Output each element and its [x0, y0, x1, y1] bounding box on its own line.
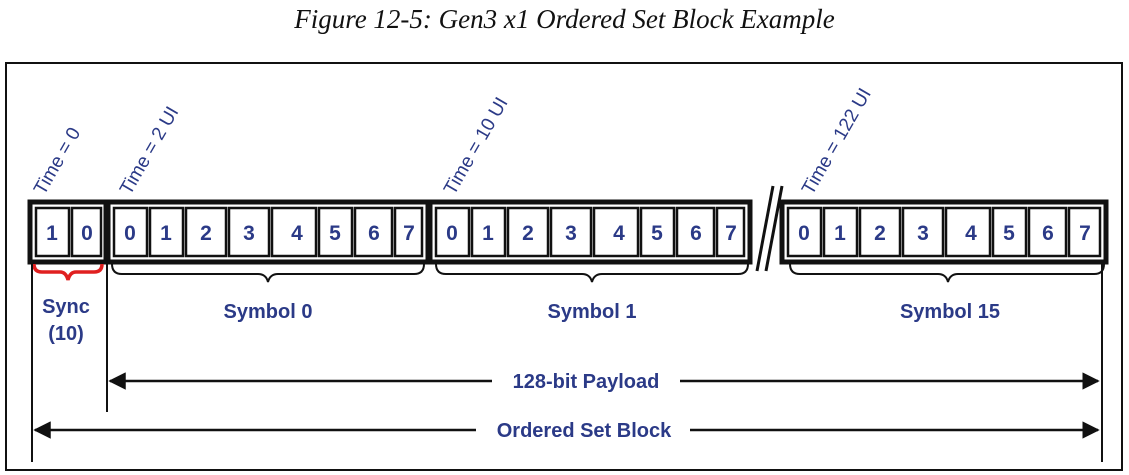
bit-cell — [592, 206, 640, 258]
symbol-1-brace — [435, 263, 749, 283]
time-label-10ui: Time = 10 UI — [440, 94, 512, 199]
bit-label: 4 — [613, 222, 625, 245]
bit-cell — [822, 206, 859, 258]
bit-cell — [858, 206, 902, 258]
sync-cell — [70, 206, 103, 258]
bit-cell — [227, 206, 271, 258]
bit-cell — [434, 206, 471, 258]
bit-label: 0 — [798, 222, 810, 245]
symbol-15-frame — [779, 199, 1109, 265]
symbol-1-frame — [427, 199, 753, 265]
bit-label: 7 — [403, 222, 415, 245]
bit-cell — [148, 206, 185, 258]
bit-label: 2 — [874, 222, 886, 245]
bit-cell — [944, 206, 992, 258]
bit-cell — [270, 206, 318, 258]
bit-label: 7 — [1079, 222, 1091, 245]
time-label-122ui: Time = 122 UI — [798, 85, 876, 199]
bit-label: 1 — [160, 222, 172, 245]
symbol-15-label: Symbol 15 — [900, 301, 1000, 323]
figure-caption: Figure 12-5: Gen3 x1 Ordered Set Block E… — [294, 4, 835, 34]
symbol-15-segment: 0 1 2 3 4 5 6 7 — [779, 199, 1109, 265]
bit-cell — [470, 206, 507, 258]
sync-label-line2: (10) — [48, 323, 84, 345]
bit-cell — [991, 206, 1028, 258]
bit-label: 4 — [291, 222, 303, 245]
bit-label: 2 — [200, 222, 212, 245]
bit-cell — [1067, 206, 1102, 258]
bit-cell — [901, 206, 945, 258]
time-label-0: Time = 0 — [30, 124, 85, 198]
bit-cell — [1027, 206, 1068, 258]
bit-label: 3 — [243, 222, 255, 245]
bit-cell — [393, 206, 424, 258]
bit-label: 6 — [1042, 222, 1054, 245]
bit-label: 5 — [1003, 222, 1015, 245]
break-mark — [755, 185, 775, 272]
bit-label: 1 — [482, 222, 494, 245]
bit-cell — [675, 206, 716, 258]
bit-cell — [549, 206, 593, 258]
bit-label: 3 — [917, 222, 929, 245]
symbol-15-brace — [789, 263, 1105, 283]
bit-label: 5 — [329, 222, 341, 245]
symbol-0-label: Symbol 0 — [224, 301, 313, 323]
bit-label: 1 — [834, 222, 846, 245]
payload-label: 128-bit Payload — [513, 371, 660, 393]
bit-cell — [639, 206, 676, 258]
break-mark — [764, 185, 784, 272]
bit-label: 3 — [565, 222, 577, 245]
time-label-2ui: Time = 2 UI — [116, 103, 183, 198]
bit-cell — [184, 206, 228, 258]
bit-label: 5 — [651, 222, 663, 245]
bit-cell — [715, 206, 746, 258]
bit-label: 4 — [965, 222, 977, 245]
bit-label: 6 — [368, 222, 380, 245]
bit-label: 6 — [690, 222, 702, 245]
symbol-0-segment: 0 1 2 3 4 5 6 7 — [105, 199, 431, 265]
sync-label-line1: Sync — [42, 296, 90, 318]
bit-label: 0 — [446, 222, 458, 245]
bit-cell — [353, 206, 394, 258]
bit-label: 7 — [725, 222, 737, 245]
bit-cell — [317, 206, 354, 258]
symbol-1-label: Symbol 1 — [548, 301, 637, 323]
sync-bit: 0 — [81, 222, 93, 245]
sync-segment: 1 0 — [27, 199, 109, 265]
sync-brace — [32, 263, 104, 281]
bit-cell — [786, 206, 823, 258]
bit-cell — [506, 206, 550, 258]
bit-label: 2 — [522, 222, 534, 245]
sync-bit: 1 — [46, 222, 58, 245]
sync-cell — [34, 206, 71, 258]
figure-frame — [5, 62, 1123, 471]
block-label: Ordered Set Block — [497, 420, 672, 442]
bit-cell — [112, 206, 149, 258]
bit-label: 0 — [124, 222, 136, 245]
symbol-0-brace — [111, 263, 425, 283]
symbol-1-segment: 0 1 2 3 4 5 6 7 — [427, 199, 753, 265]
